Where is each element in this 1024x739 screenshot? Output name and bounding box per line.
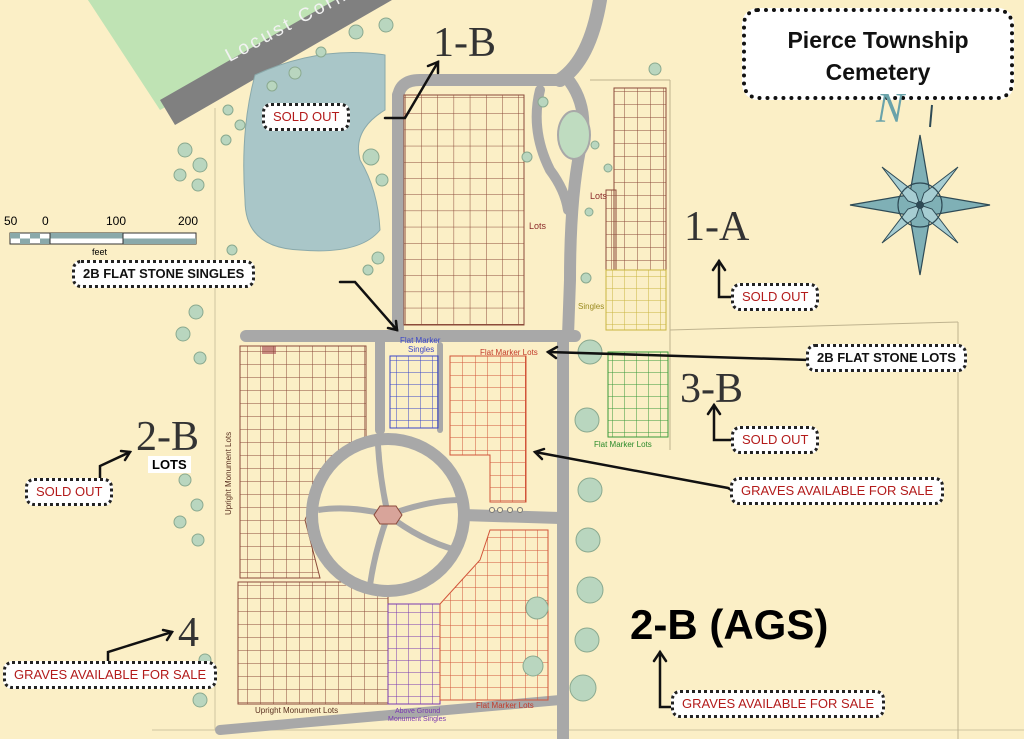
section-4-label: 4 xyxy=(178,610,199,656)
flat-marker-singles-label-2: Singles xyxy=(408,345,435,354)
callout-arrows xyxy=(98,60,812,709)
section-2b-label: 2-B xyxy=(136,414,199,460)
grid-1a-singles xyxy=(605,269,667,331)
upright-bottom-label: Upright Monument Lots xyxy=(255,706,339,715)
grid-1b xyxy=(403,94,525,326)
flat-marker-lots-bottom-label: Flat Marker Lots xyxy=(476,701,534,710)
paths xyxy=(215,0,607,739)
scale-tick-50: 50 xyxy=(4,214,18,228)
sold-out-1a: SOLD OUT xyxy=(731,283,820,311)
graves-available-main: GRAVES AVAILABLE FOR SALE xyxy=(730,477,945,505)
field-area-upper xyxy=(88,0,335,100)
pond xyxy=(243,52,386,252)
title-line-2: Cemetery xyxy=(825,59,931,85)
locust-road xyxy=(160,0,392,125)
section-1b-label: 1-B xyxy=(433,20,496,66)
trees xyxy=(173,17,662,708)
flat-marker-singles-label-1: Flat Marker xyxy=(400,336,441,345)
scale-tick-100: 100 xyxy=(106,214,127,228)
roundabout-island xyxy=(557,110,591,160)
map-title: Pierce Township Cemetery xyxy=(742,8,1014,100)
scale-bar xyxy=(9,232,197,245)
upright-vertical-label: Upright Monument Lots xyxy=(224,431,233,515)
flat-marker-lots-3b-label: Flat Marker Lots xyxy=(594,440,652,449)
compass-rose xyxy=(849,104,991,276)
scale-tick-0: 0 xyxy=(42,214,49,228)
graves-available-ags: GRAVES AVAILABLE FOR SALE xyxy=(671,690,886,718)
title-line-1: Pierce Township xyxy=(787,27,969,53)
sold-out-3b: SOLD OUT xyxy=(731,426,820,454)
flat-marker-lots-top-label: Flat Marker Lots xyxy=(480,348,538,357)
section-1a-label: 1-A xyxy=(684,204,750,250)
sold-out-2b: SOLD OUT xyxy=(25,478,114,506)
flat-stone-lots-callout: 2B FLAT STONE LOTS xyxy=(806,344,967,372)
grid-1a xyxy=(613,87,667,271)
section-3b-label: 3-B xyxy=(680,366,743,412)
scale-tick-200: 200 xyxy=(178,214,199,228)
grid-4-upright xyxy=(237,581,389,705)
scale-unit: feet xyxy=(92,247,108,257)
flat-stone-singles-callout: 2B FLAT STONE SINGLES xyxy=(72,260,256,288)
grid-above-ground xyxy=(387,603,441,705)
section-2b-sublabel: LOTS xyxy=(148,456,191,473)
grid-flat-lots-bottom xyxy=(439,529,549,701)
section-2b-ags-label: 2-B (AGS) xyxy=(630,601,829,648)
above-ground-label-2: Monument Singles xyxy=(388,716,446,723)
grid-flat-singles xyxy=(389,355,439,429)
graves-available-4: GRAVES AVAILABLE FOR SALE xyxy=(3,661,218,689)
sold-out-1b: SOLD OUT xyxy=(262,103,351,131)
lots-1b-label: Lots xyxy=(529,221,547,231)
circle-garden xyxy=(306,433,470,597)
singles-1a-label: Singles xyxy=(578,302,605,311)
north-letter: N xyxy=(876,86,905,132)
small-markers xyxy=(489,507,523,513)
lots-1a-label: Lots xyxy=(590,191,608,201)
above-ground-label-1: Above Ground xyxy=(395,708,441,715)
grid-3b xyxy=(607,351,669,438)
grid-flat-lots-top xyxy=(449,355,527,503)
